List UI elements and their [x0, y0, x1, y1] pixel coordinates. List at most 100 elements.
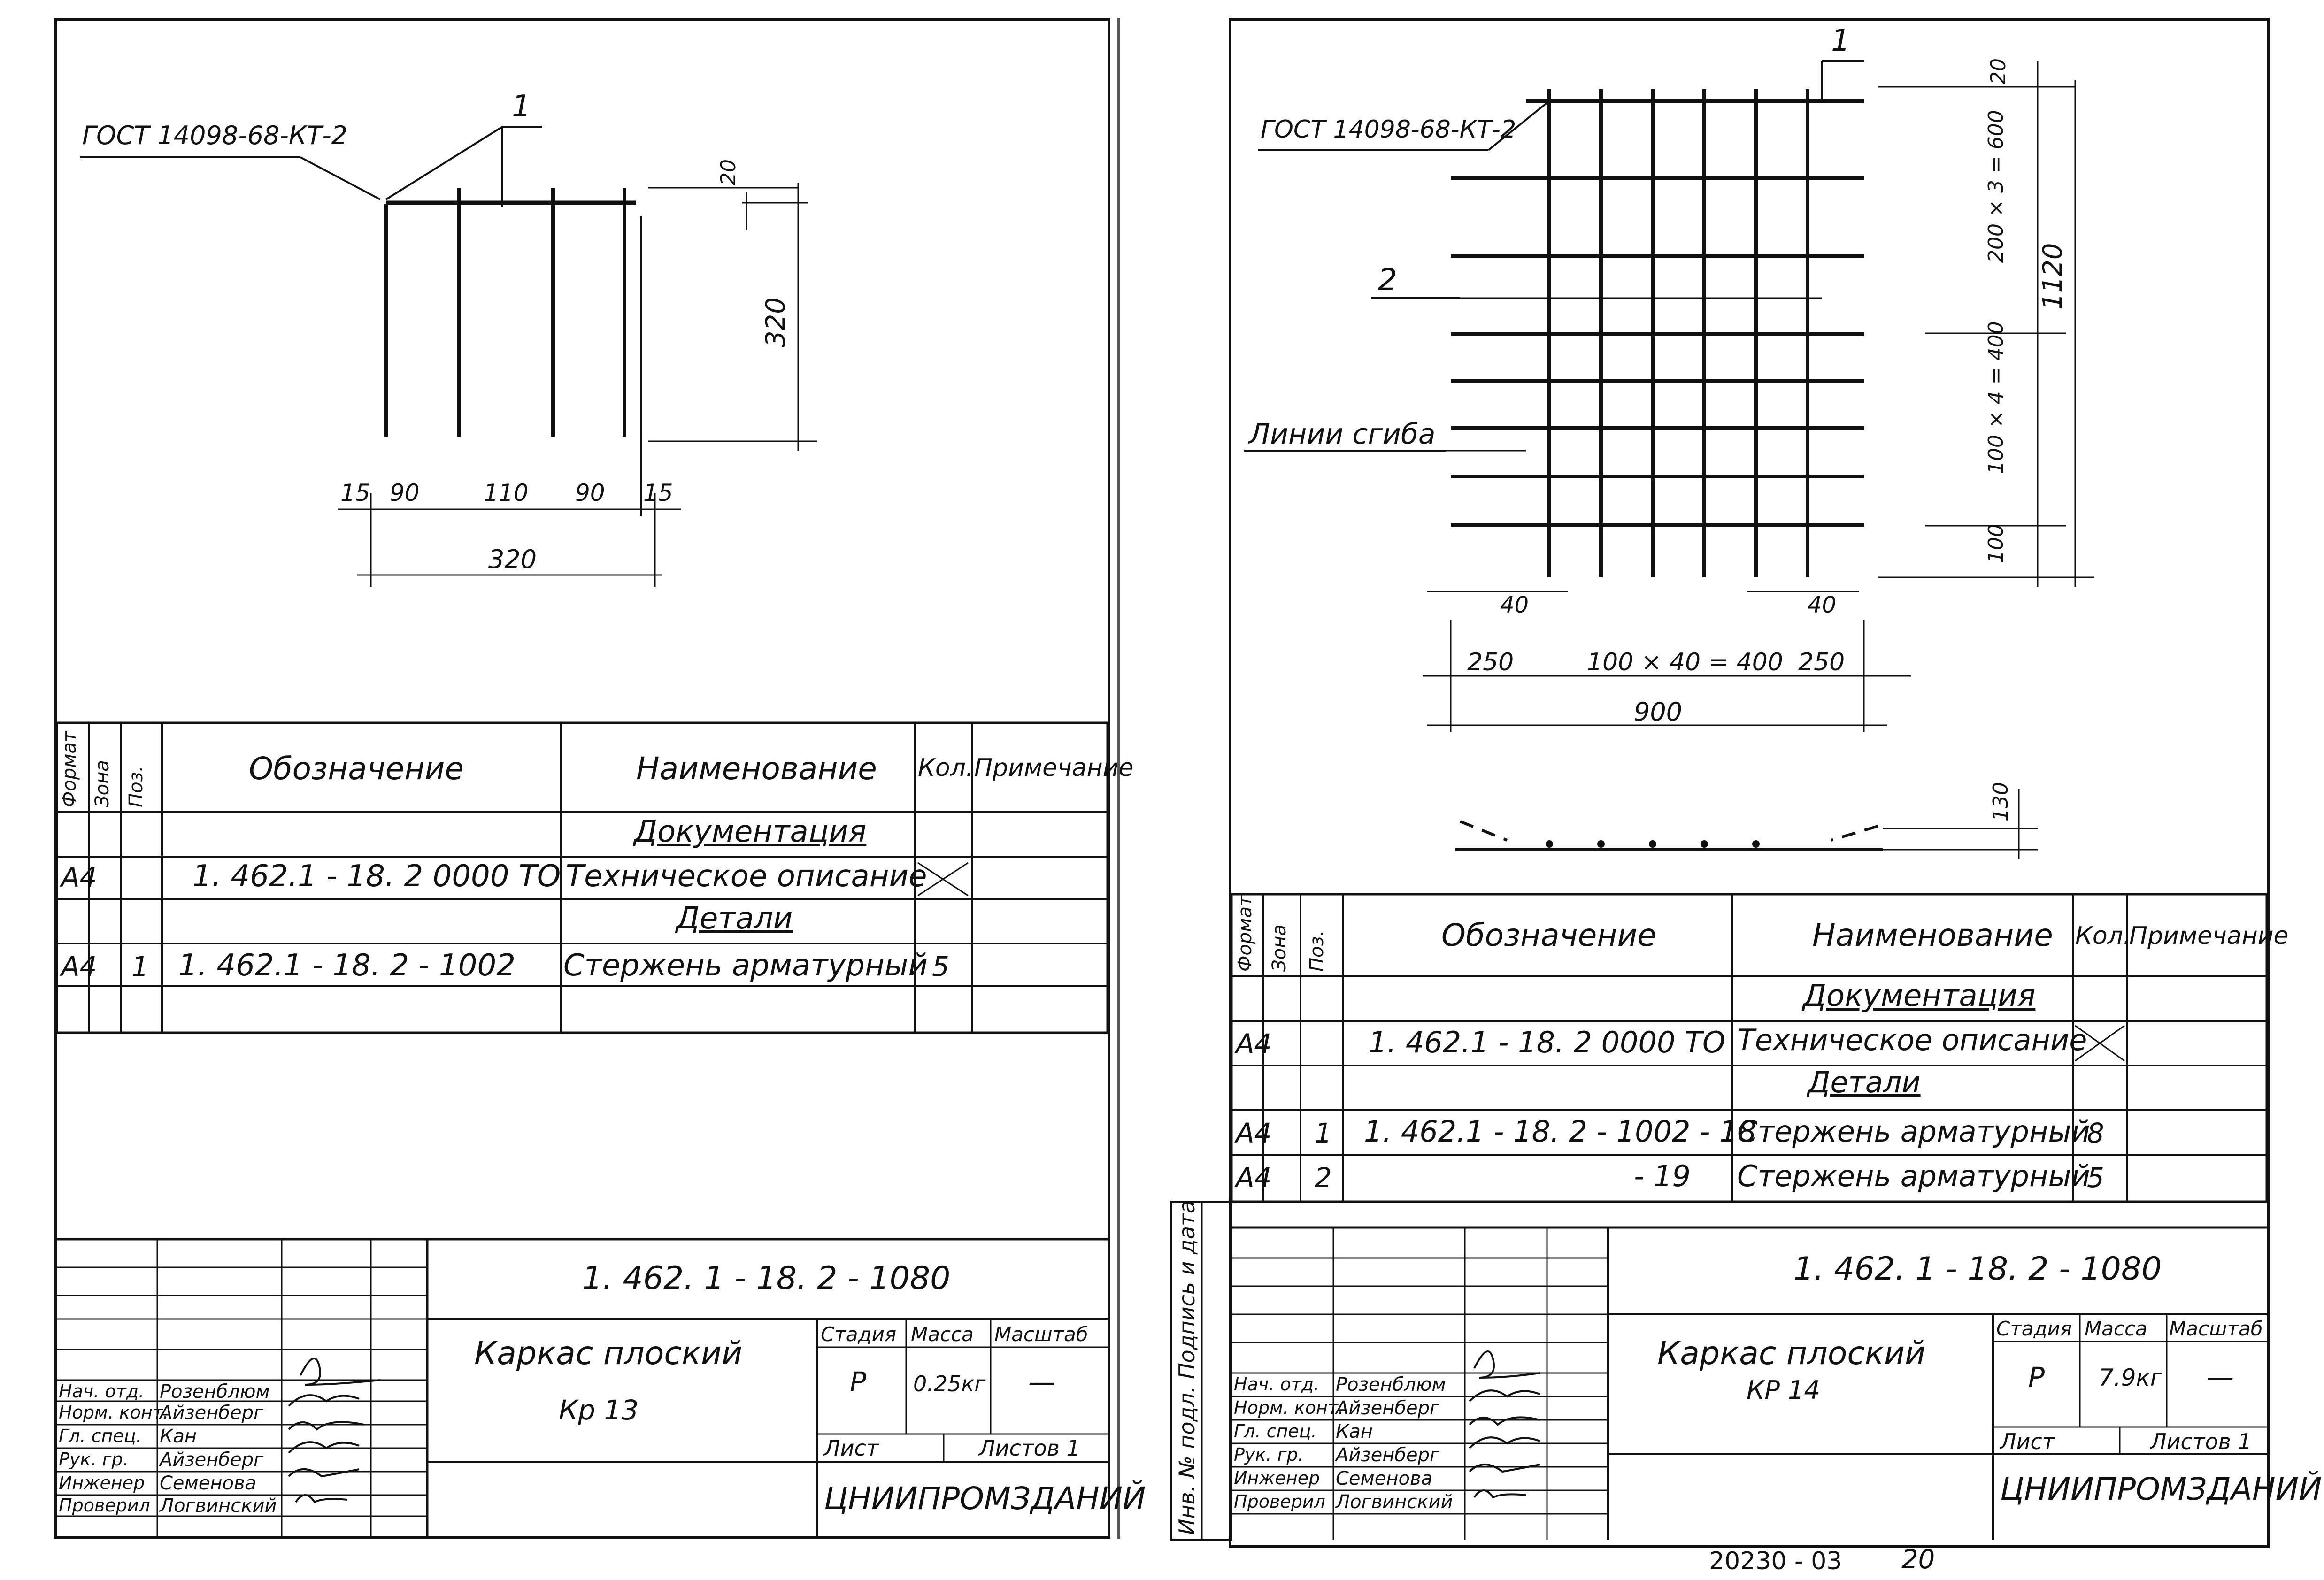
right-role-1: Нач. отд. — [1234, 1374, 1320, 1395]
left-name-4: Айзенберг — [160, 1449, 264, 1471]
right-signature-5 — [1469, 1464, 1540, 1473]
left-role-4: Рук. гр. — [59, 1449, 129, 1470]
right-signature-1 — [1473, 1350, 1540, 1379]
left-role-1: Нач. отд. — [59, 1381, 145, 1402]
left-hdr-name: Наименование — [636, 751, 877, 787]
right-row3-qty: 5 — [2087, 1162, 2104, 1194]
left-row1-designation: 1. 462.1 - 18. 2 0000 ТО — [192, 859, 561, 894]
right-row3-format: А4 — [1236, 1162, 1272, 1194]
right-name-4: Айзенберг — [1336, 1444, 1440, 1466]
left-row2-format: А4 — [61, 951, 97, 982]
right-section-parts: Детали — [1808, 1065, 1921, 1099]
right-row3-name: Стержень арматурный — [1737, 1159, 2090, 1193]
right-pos-2: 2 — [1378, 263, 1397, 298]
right-tb-stage-label: Стадия — [1996, 1317, 2072, 1340]
right-tb-stage: Р — [2028, 1361, 2045, 1393]
right-row2-qty: 8 — [2087, 1117, 2104, 1149]
right-signature-4 — [1469, 1436, 1540, 1449]
right-dim-mid: 100 × 40 = 400 — [1587, 648, 1783, 676]
left-name-5: Семенова — [160, 1473, 257, 1494]
left-hdr-designation: Обозначение — [249, 751, 464, 787]
right-dim-r40: 40 — [1808, 592, 1837, 618]
right-signature-3 — [1469, 1416, 1540, 1426]
right-name-5: Семенова — [1336, 1468, 1433, 1489]
left-pos-1: 1 — [512, 89, 531, 124]
left-signature-1 — [300, 1358, 381, 1386]
right-tb-mass: 7.9кг — [2099, 1364, 2162, 1391]
left-role-6: Проверил — [59, 1495, 150, 1516]
right-role-3: Гл. спец. — [1234, 1421, 1317, 1442]
left-hdr-note: Примечание — [974, 754, 1134, 782]
left-tb-scale-label: Масштаб — [994, 1323, 1088, 1346]
left-role-5: Инженер — [59, 1473, 145, 1493]
left-dim-15b: 15 — [643, 479, 673, 506]
left-tb-scale: — — [1028, 1366, 1055, 1398]
right-name-6: Логвинский — [1336, 1491, 1453, 1513]
right-signature-2 — [1469, 1389, 1540, 1402]
right-hdr-pos: Поз. — [1306, 930, 1328, 972]
left-signature-2 — [288, 1394, 360, 1407]
left-tb-title-1: Каркас плоский — [474, 1335, 743, 1372]
right-side-label: Инв. № подл. Подпись и дата — [1174, 1200, 1200, 1535]
left-role-3: Гл. спец. — [59, 1426, 142, 1446]
left-name-6: Логвинский — [160, 1495, 277, 1517]
right-dim-total: 1120 — [2038, 243, 2068, 310]
right-tb-org: ЦНИИПРОМЗДАНИЙ — [2000, 1471, 2322, 1507]
left-tb-sheets-label: Листов 1 — [979, 1435, 1080, 1461]
right-role-5: Инженер — [1234, 1468, 1320, 1488]
drawing-sheet-right — [1229, 18, 2270, 1548]
footer-doc-number: 20230 - 03 — [1709, 1547, 1842, 1575]
left-role-2: Норм. конт. — [59, 1402, 169, 1423]
sheet-separator — [1117, 18, 1120, 1539]
right-name-3: Кан — [1336, 1421, 1373, 1442]
right-hdr-qty: Кол. — [2075, 922, 2131, 950]
right-dim-upper: 200 × 3 = 600 — [1984, 110, 2008, 263]
left-signature-4 — [288, 1441, 360, 1454]
left-signature-5 — [288, 1468, 360, 1478]
right-name-2: Айзенберг — [1336, 1397, 1440, 1419]
left-row2-designation: 1. 462.1 - 18. 2 - 1002 — [178, 948, 516, 983]
footer-page-number: 20 — [1901, 1544, 1935, 1575]
left-row2-name: Стержень арматурный — [563, 948, 928, 983]
right-hdr-name: Наименование — [1812, 917, 2053, 953]
left-section-parts: Детали — [676, 901, 793, 936]
right-gost-label: ГОСТ 14098-68-КТ-2 — [1261, 115, 1516, 144]
left-dim-110: 110 — [484, 479, 529, 506]
right-dim-bottom: 100 — [1984, 524, 2008, 563]
right-row3-designation: - 19 — [1634, 1159, 1691, 1193]
left-name-1: Розенблюм — [160, 1381, 270, 1403]
right-dim-l250: 250 — [1467, 648, 1514, 676]
right-dim-width: 900 — [1634, 697, 1683, 727]
drawing-sheet-left — [54, 18, 1110, 1539]
left-tb-title-2: Кр 13 — [559, 1394, 639, 1426]
left-dim-90a: 90 — [390, 479, 420, 506]
left-dim-15a: 15 — [340, 479, 370, 506]
right-row1-format: А4 — [1236, 1028, 1272, 1060]
left-row2-qty: 5 — [932, 951, 949, 982]
right-row3-pos: 2 — [1315, 1162, 1332, 1194]
right-role-2: Норм. конт. — [1234, 1397, 1344, 1418]
right-dim-l40: 40 — [1500, 592, 1529, 618]
right-hdr-designation: Обозначение — [1441, 917, 1656, 953]
right-row2-designation: 1. 462.1 - 18. 2 - 1002 - 18 — [1364, 1114, 1757, 1149]
right-tb-scale: — — [2207, 1361, 2234, 1393]
left-hdr-qty: Кол. — [918, 754, 974, 782]
right-name-1: Розенблюм — [1336, 1374, 1446, 1396]
right-section-docs: Документация — [1803, 979, 2036, 1013]
left-tb-code: 1. 462. 1 - 18. 2 - 1080 — [582, 1260, 951, 1297]
right-tb-sheet-label: Лист — [2000, 1429, 2055, 1454]
right-tb-scale-label: Масштаб — [2169, 1317, 2263, 1340]
right-tb-mass-label: Масса — [2085, 1317, 2147, 1340]
right-pos-1: 1 — [1831, 23, 1850, 58]
right-hdr-zone: Зона — [1269, 924, 1290, 972]
right-tb-title-1: Каркас плоский — [1657, 1335, 1926, 1372]
right-tb-title-2: КР 14 — [1747, 1375, 1820, 1405]
left-row1-name: Техническое описание — [566, 859, 927, 894]
right-hdr-note: Примечание — [2129, 922, 2289, 950]
right-hdr-format: Формат — [1234, 895, 1256, 972]
left-name-2: Айзенберг — [160, 1402, 264, 1424]
left-dim-90b: 90 — [575, 479, 605, 506]
left-tb-sheet-label: Лист — [824, 1435, 879, 1461]
